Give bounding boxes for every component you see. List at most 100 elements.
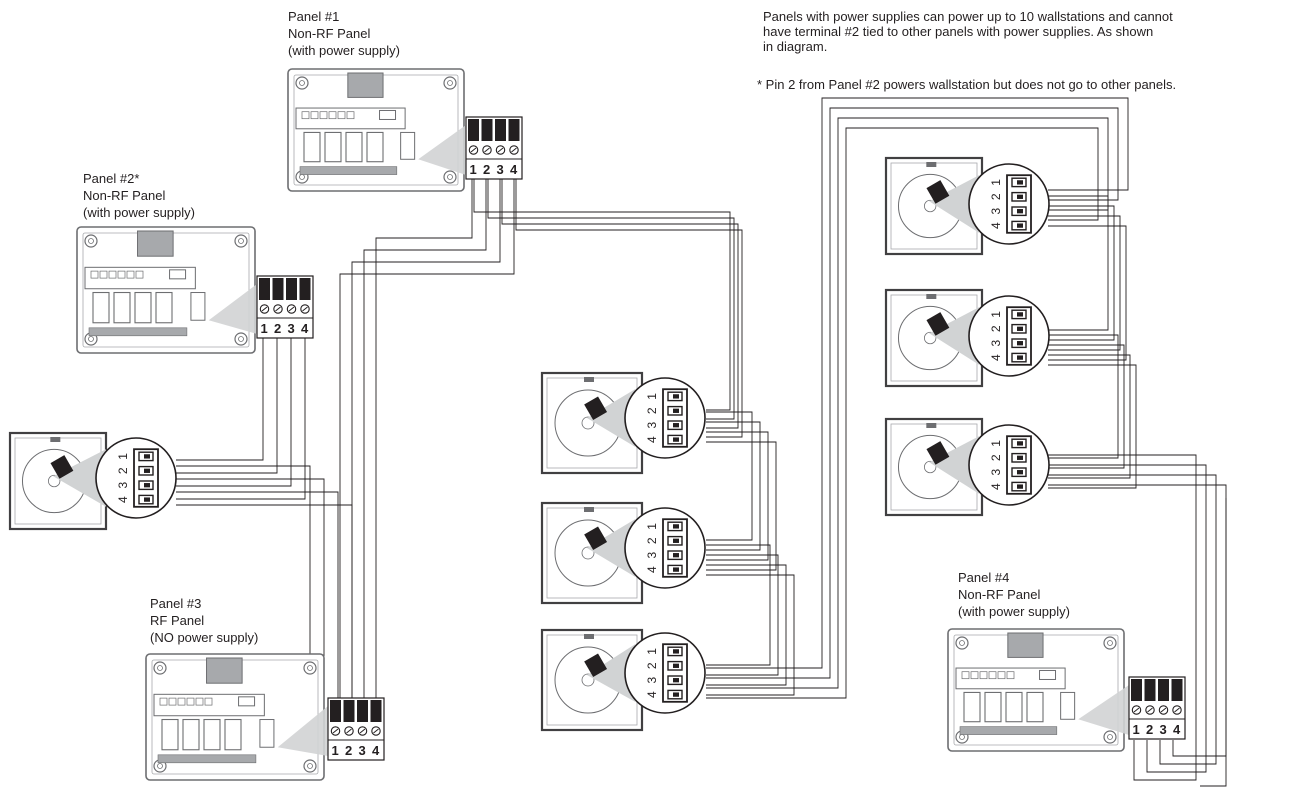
terminal-screw-slot — [275, 306, 281, 312]
mounting-hole-center — [959, 640, 965, 646]
terminal-screw-slot — [1133, 707, 1140, 713]
wallstation-1-bus — [176, 504, 353, 700]
connector-pin-contact — [1017, 355, 1023, 360]
terminal-tab — [1158, 679, 1169, 701]
daisy-chain-3-4 — [706, 574, 795, 696]
right-chain-6-7 — [1048, 364, 1137, 489]
terminal-tab — [481, 119, 493, 141]
panel-1-to-wallstation-2 — [487, 179, 735, 420]
terminal-tab — [272, 278, 284, 300]
terminal-screw-slot — [302, 306, 308, 312]
connector-pin — [1011, 438, 1027, 449]
wallstation-connector — [926, 180, 950, 204]
terminal-label: 3 — [497, 162, 504, 177]
board-switch — [346, 111, 355, 120]
panel-1-to-wallstation-2 — [515, 179, 743, 438]
connector-pin-label: 4 — [645, 436, 659, 443]
connector-pin-label: 3 — [116, 482, 130, 489]
link-to-panel-4 — [1048, 454, 1197, 781]
mounting-hole-center — [88, 238, 94, 244]
board-switch — [337, 111, 346, 120]
connector-pin-label: 1 — [989, 311, 1003, 318]
mounting-hole-center — [238, 336, 244, 342]
connector-pin-label: 2 — [645, 407, 659, 414]
connector-pin-contact — [673, 567, 679, 572]
panel-3-name: Panel #3 — [150, 596, 201, 611]
connector-pin — [1011, 220, 1027, 231]
connector-pin-contact — [1017, 341, 1023, 346]
panel-1-to-wallstation-2 — [473, 179, 731, 411]
connector-pin-label: 2 — [989, 454, 1003, 461]
connector-pin-contact — [1017, 470, 1023, 475]
terminal-label: 3 — [359, 743, 366, 758]
transformer — [1007, 632, 1044, 658]
connector-pin-label: 1 — [989, 440, 1003, 447]
board-switch — [168, 697, 177, 706]
terminal-label: 1 — [332, 743, 339, 758]
connector-pin-contact — [1017, 484, 1023, 489]
connector-pin-label: 2 — [989, 325, 1003, 332]
panel-4-type: Non-RF Panel — [958, 587, 1040, 602]
board-switch — [970, 671, 979, 680]
terminal-tab — [468, 119, 479, 141]
wallstation-body — [884, 417, 984, 517]
connector-pin-label: 4 — [989, 354, 1003, 361]
panel-1-supply: (with power supply) — [288, 43, 400, 58]
callout-cone — [587, 644, 635, 702]
panel-2-to-wallstation-1 — [176, 338, 264, 461]
connector-pin-label: 3 — [645, 422, 659, 429]
mounting-hole-center — [157, 763, 163, 769]
panel-1-riser — [375, 179, 473, 700]
wallstation-tab — [584, 634, 594, 639]
panel-1-name: Panel #1 — [288, 9, 339, 24]
wallstation-tab — [926, 162, 937, 167]
connector-pin — [667, 521, 683, 532]
terminal-strip — [959, 726, 1058, 735]
right-chain-5-6 — [1048, 205, 1115, 341]
terminal-screw-slot — [470, 147, 477, 153]
relay — [345, 131, 363, 163]
link-to-right-column — [706, 97, 1129, 669]
connector-pin-contact — [1017, 180, 1023, 185]
mounting-hole-center — [307, 665, 313, 671]
terminal-tab — [357, 700, 368, 722]
transformer — [206, 657, 243, 684]
terminal-label: 4 — [301, 321, 309, 336]
connector-pin — [667, 550, 683, 561]
terminal-label: 2 — [1146, 722, 1153, 737]
connector-pin — [1011, 352, 1027, 363]
wallstation-center — [581, 546, 595, 560]
terminal-tab — [286, 278, 297, 300]
wallstation-tab — [926, 423, 937, 428]
terminal-tab — [508, 119, 520, 141]
relay — [134, 291, 152, 324]
connector-pin-contact — [144, 468, 150, 473]
connector-pin-label: 3 — [645, 552, 659, 559]
callout-cone — [929, 436, 979, 494]
connector-pin-label: 1 — [645, 393, 659, 400]
terminal-screw-slot — [332, 728, 339, 734]
connector-pin-contact — [673, 408, 679, 413]
board-display — [238, 696, 256, 707]
connector-pin — [138, 494, 154, 505]
wallstation-connector — [584, 396, 608, 421]
board-display — [1039, 669, 1057, 680]
connector-pin — [1011, 309, 1027, 320]
connector-pin-contact — [144, 454, 150, 459]
terminal-tab — [1131, 679, 1142, 701]
panel-2-type: Non-RF Panel — [83, 188, 165, 203]
wallstation-connector — [50, 455, 74, 479]
connector-body — [662, 643, 688, 703]
panel-1-riser — [363, 179, 487, 700]
callout-cone — [418, 125, 466, 175]
daisy-chain-3-4 — [706, 564, 787, 686]
connector-pin — [138, 480, 154, 491]
relay — [303, 131, 321, 163]
connector-pin — [667, 675, 683, 686]
connector-pin — [1011, 191, 1027, 202]
wallstation-center — [923, 460, 937, 474]
connector-pin-label: 4 — [645, 691, 659, 698]
link-to-panel-4 — [1048, 464, 1207, 773]
